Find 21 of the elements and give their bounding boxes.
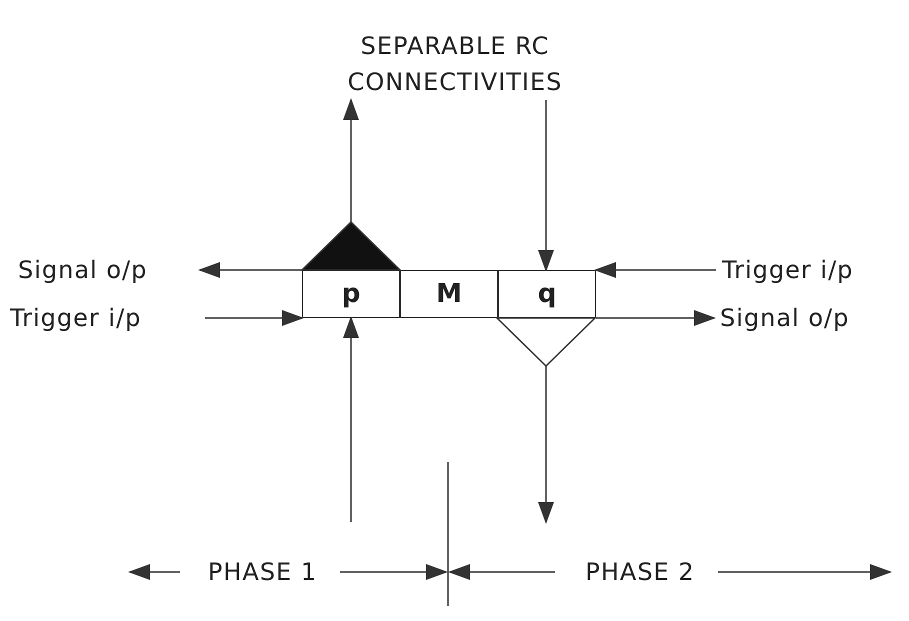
arrow <box>596 310 716 326</box>
cell-label <box>302 270 400 318</box>
phase-label: PHASE 2 <box>584 557 696 588</box>
phase-label: PHASE 1 <box>206 557 318 588</box>
port-label: Trigger i/p <box>10 304 142 332</box>
cell-label <box>400 270 498 318</box>
port-label: Signal o/p <box>720 304 850 332</box>
arrow <box>538 366 554 524</box>
arrow <box>205 310 304 326</box>
cell-letter: M <box>436 279 462 309</box>
cell-letter: q <box>538 279 556 309</box>
arrow <box>538 100 554 272</box>
cell-letter: p <box>342 279 360 309</box>
arrow <box>198 262 302 278</box>
arrow <box>343 98 359 222</box>
port-label: Signal o/p <box>18 256 148 284</box>
heading-text: SEPARABLE RC CONNECTIVITIES <box>346 31 564 98</box>
arrow <box>594 262 716 278</box>
port-label: Trigger i/p <box>722 256 854 284</box>
cell-label <box>498 270 596 318</box>
arrow <box>343 316 359 522</box>
